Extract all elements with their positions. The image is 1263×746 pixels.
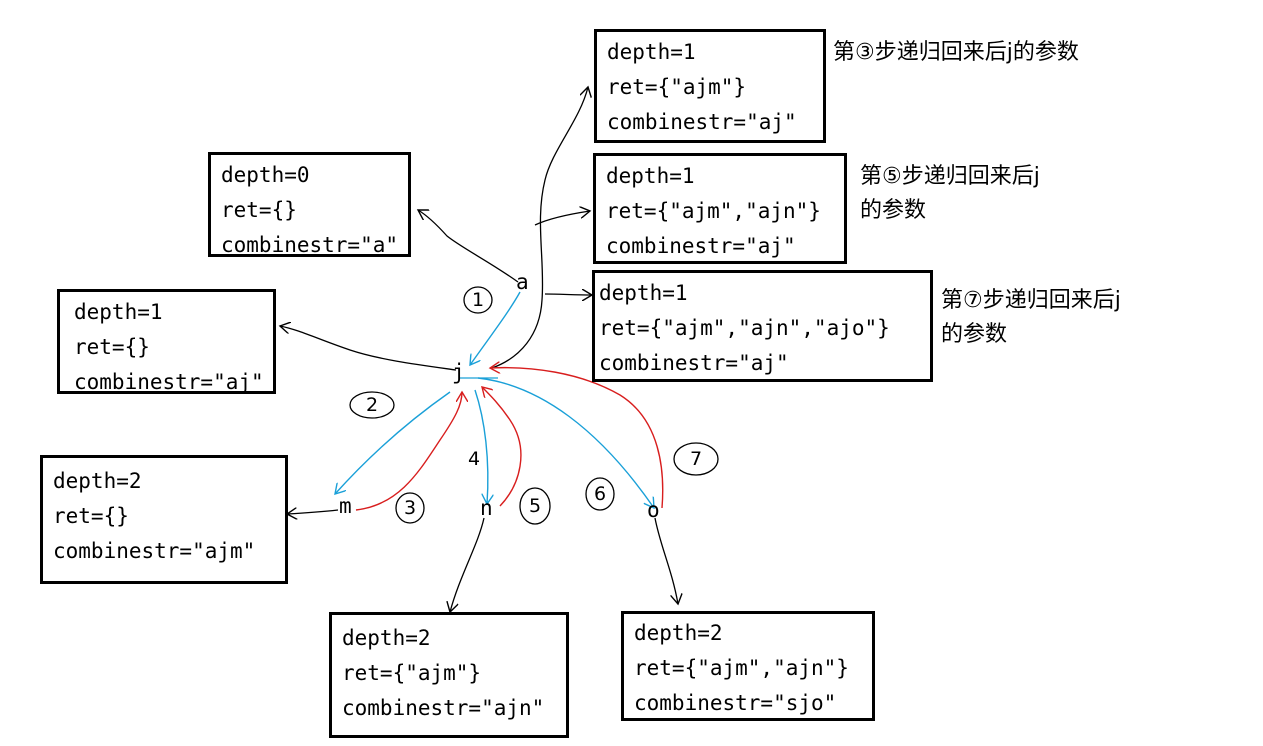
combinestr-line: combinestr="a"	[221, 233, 399, 257]
ret-line: ret={"ajm","ajn"}	[606, 199, 821, 223]
note-line: 的参数	[941, 322, 1008, 347]
step7-circle	[673, 442, 719, 476]
state-box-j-after-step3: depth=1 ret={"ajm"} combinestr="aj"	[594, 29, 826, 143]
step2-descend-arrow	[335, 391, 451, 494]
node-a: a	[516, 270, 529, 294]
arrow-m-to-state	[287, 510, 339, 514]
arrow-a-to-step3	[491, 87, 588, 369]
step3-circle	[395, 492, 425, 524]
step5-return-arrow	[482, 387, 522, 507]
arrow-j-to-state	[280, 326, 457, 371]
combinestr-line: combinestr="sjo"	[634, 691, 837, 715]
arrow-a-to-step7	[544, 294, 592, 295]
combinestr-line: combinestr="aj"	[599, 351, 789, 375]
step1-descend-arrow	[470, 291, 521, 365]
step-label-4: 4	[467, 448, 481, 470]
depth-line: depth=1	[607, 40, 696, 64]
arrow-a-to-step5	[534, 211, 590, 226]
step1-circle	[463, 286, 493, 314]
state-box-j: depth=1 ret={} combinestr="aj"	[57, 289, 276, 394]
state-box-m: depth=2 ret={} combinestr="ajm"	[40, 455, 288, 584]
ret-line: ret={}	[221, 198, 297, 222]
note-step3: 第③步递归回来后j的参数	[833, 36, 1079, 70]
step-label-2: 2	[365, 394, 379, 416]
depth-line: depth=0	[221, 163, 310, 187]
note-line: 第⑤步递归回来后j	[860, 164, 1040, 189]
arrow-o-to-state	[654, 517, 678, 604]
ret-line: ret={}	[53, 504, 129, 528]
state-box-j-after-step5: depth=1 ret={"ajm","ajn"} combinestr="aj…	[593, 153, 847, 264]
depth-line: depth=1	[606, 164, 695, 188]
step6-descend-arrow	[477, 377, 654, 508]
note-step5: 第⑤步递归回来后j 的参数	[860, 160, 1040, 228]
note-line: 第③步递归回来后j的参数	[833, 40, 1079, 65]
state-box-j-after-step7: depth=1 ret={"ajm","ajn","ajo"} combines…	[592, 270, 933, 382]
step-label-6: 6	[593, 483, 607, 505]
note-line: 第⑦步递归回来后j	[941, 288, 1121, 313]
state-box-n: depth=2 ret={"ajm"} combinestr="ajn"	[329, 612, 569, 738]
depth-line: depth=1	[74, 300, 163, 324]
step7-return-arrow	[490, 368, 664, 509]
ret-line: ret={"ajm","ajn"}	[634, 656, 849, 680]
node-m: m	[339, 494, 352, 518]
step6-circle	[585, 477, 615, 511]
arrow-a-to-state	[418, 210, 519, 283]
ret-line: ret={"ajm","ajn","ajo"}	[599, 316, 890, 340]
combinestr-line: combinestr="aj"	[606, 234, 796, 258]
note-step7: 第⑦步递归回来后j 的参数	[941, 284, 1121, 352]
combinestr-line: combinestr="ajn"	[342, 696, 545, 720]
step-label-3: 3	[403, 497, 417, 519]
note-line: 的参数	[860, 198, 927, 223]
step3-return-arrow	[355, 392, 462, 511]
node-o: o	[647, 498, 660, 522]
node-n: n	[480, 496, 493, 520]
ret-line: ret={"ajm"}	[342, 661, 482, 685]
state-box-o: depth=2 ret={"ajm","ajn"} combinestr="sj…	[621, 611, 875, 721]
combinestr-line: combinestr="aj"	[607, 110, 797, 134]
depth-line: depth=2	[342, 626, 431, 650]
combinestr-line: combinestr="aj"	[74, 370, 264, 394]
step-label-1: 1	[471, 289, 485, 311]
step-label-7: 7	[689, 448, 703, 470]
depth-line: depth=1	[599, 281, 688, 305]
node-j: j	[452, 360, 465, 384]
step5-circle	[519, 487, 551, 525]
step-label-5: 5	[528, 495, 542, 517]
arrow-n-to-state	[450, 517, 485, 612]
state-box-a: depth=0 ret={} combinestr="a"	[208, 152, 411, 257]
step2-circle	[349, 391, 395, 419]
depth-line: depth=2	[53, 469, 142, 493]
ret-line: ret={}	[74, 335, 150, 359]
step4-descend-arrow	[474, 389, 488, 504]
ret-line: ret={"ajm"}	[607, 75, 747, 99]
combinestr-line: combinestr="ajm"	[53, 539, 256, 563]
depth-line: depth=2	[634, 621, 723, 645]
